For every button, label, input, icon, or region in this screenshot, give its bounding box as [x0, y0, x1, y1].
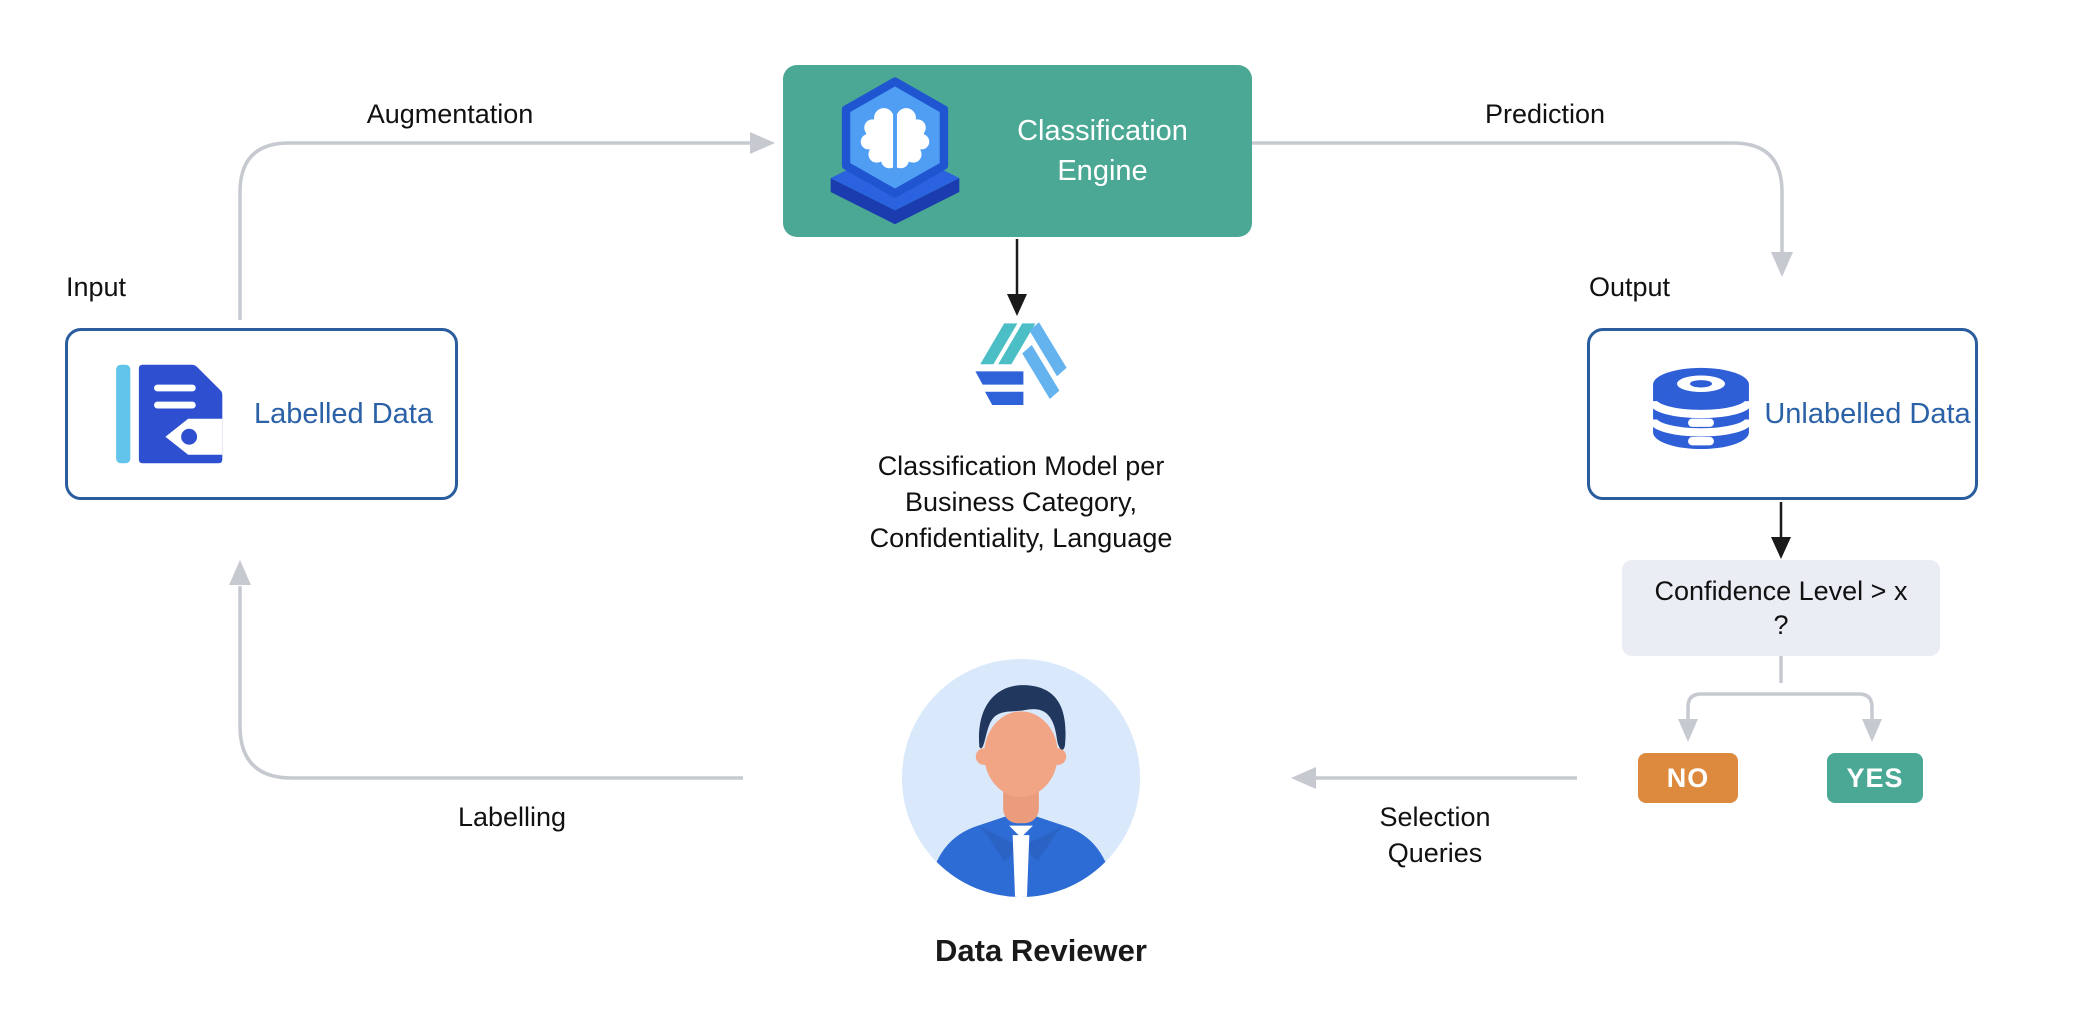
database-icon [1642, 364, 1760, 464]
branch-no-arrowhead [1678, 719, 1698, 742]
output-to-confidence-arrowhead [1771, 537, 1791, 559]
selection-queries-line1: Selection [1379, 802, 1491, 832]
confidence-check-node: Confidence Level > x ? [1622, 560, 1940, 656]
labelled-data-title: Labelled Data [254, 398, 433, 430]
model-caption-line1: Classification Model per [877, 451, 1165, 481]
unlabelled-data-node: Unlabelled Data [1587, 328, 1978, 500]
branch-split-line [1686, 692, 1874, 721]
augmentation-arrowhead [750, 132, 775, 154]
labelled-data-node: Labelled Data [65, 328, 458, 500]
model-caption-line2: Business Category, [904, 487, 1138, 517]
branch-yes-arrowhead [1862, 719, 1882, 742]
person-avatar [902, 659, 1140, 897]
model-caption-line3: Confidentiality, Language [869, 523, 1173, 553]
output-label: Output [1589, 272, 1671, 302]
striped-hex-cube-icon [961, 315, 1081, 429]
model-caption: Classification Model per Business Catego… [846, 448, 1196, 556]
confidence-line2: ? [1773, 610, 1789, 640]
classification-engine-title: Classification Engine [1017, 115, 1188, 187]
labelling-label: Labelling [457, 802, 567, 832]
no-button[interactable]: NO [1638, 753, 1738, 803]
labelling-arrowhead [229, 560, 251, 585]
selection-queries-arrowhead [1291, 767, 1316, 789]
classification-engine-node: Classification Engine [783, 65, 1252, 237]
confidence-line1: Confidence Level > x [1654, 576, 1908, 606]
tagged-document-icon [114, 359, 232, 469]
input-label: Input [66, 272, 127, 302]
prediction-label: Prediction [1484, 99, 1606, 129]
labelling-arrow-line [238, 586, 743, 780]
engine-to-model-arrowhead [1007, 294, 1027, 316]
prediction-arrow-line [1252, 141, 1784, 254]
augmentation-arrow-line [238, 141, 752, 320]
prediction-arrowhead [1771, 252, 1793, 277]
yes-button[interactable]: YES [1827, 753, 1923, 803]
data-reviewer-label: Data Reviewer [935, 933, 1147, 968]
augmentation-label: Augmentation [366, 99, 534, 129]
unlabelled-data-title: Unlabelled Data [1764, 398, 1971, 430]
selection-queries-line2: Queries [1387, 838, 1483, 868]
selection-queries-label: Selection Queries [1325, 799, 1545, 871]
brain-on-platform-icon [811, 76, 979, 227]
